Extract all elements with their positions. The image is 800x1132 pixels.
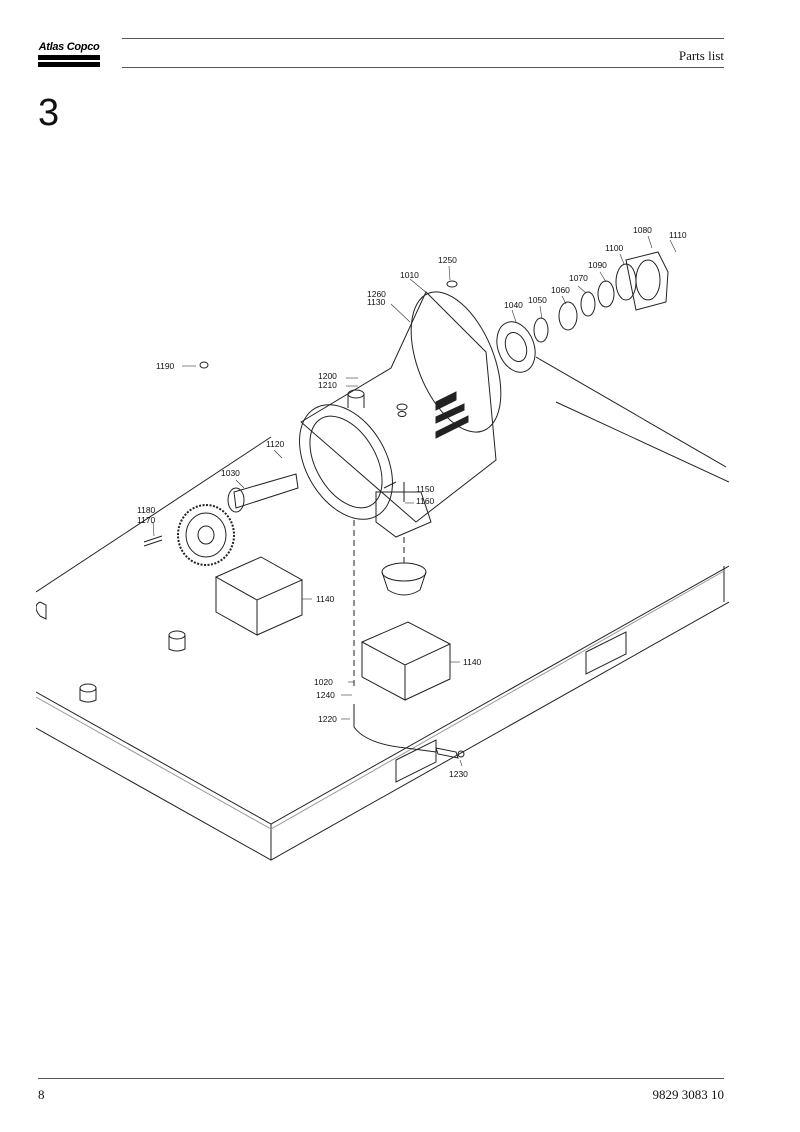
drawing-canvas: 1190 1200 1210 1260 1130 1010 1250 1040 … — [36, 225, 729, 861]
bearing — [496, 321, 536, 373]
callout-1190: 1190 — [156, 361, 175, 371]
callout-1090: 1090 — [588, 260, 607, 270]
callout-1030: 1030 — [221, 468, 240, 478]
gear — [177, 504, 235, 566]
callout-1070: 1070 — [569, 273, 588, 283]
rubber-mount-top — [381, 562, 427, 582]
callout-1020: 1020 — [314, 677, 333, 687]
page-number: 8 — [38, 1087, 45, 1102]
callout-1050: 1050 — [528, 295, 547, 305]
logo-bar-top — [38, 55, 100, 60]
callout-1250: 1250 — [438, 255, 457, 265]
callout-1130: 1130 — [367, 297, 386, 307]
brand-wordmark: Atlas Copco — [38, 41, 100, 53]
callout-1010: 1010 — [400, 270, 419, 280]
callout-1230: 1240 — [316, 690, 335, 700]
end-cap — [625, 251, 669, 311]
callout-1150: 1150 — [416, 484, 435, 494]
atlas-copco-logo: Atlas Copco — [38, 40, 100, 68]
housing-front-opening — [299, 404, 393, 520]
frame-top-edge-front — [36, 565, 729, 825]
callout-1110: 1110 — [669, 230, 687, 240]
exploded-parts-drawing: 1190 1200 1210 1260 1130 1010 1250 1040 … — [36, 192, 729, 872]
callout-1210: 1210 — [318, 380, 337, 390]
frame-top-edge-back-left — [36, 436, 272, 593]
housing-flange — [410, 291, 502, 433]
section-number: 3 — [38, 92, 60, 134]
header-top-rule — [122, 38, 724, 39]
motor-housing-body — [300, 291, 497, 523]
document-number: 9829 3083 10 — [652, 1087, 725, 1102]
shaft — [233, 473, 299, 509]
callout-1170: 1170 — [137, 515, 156, 525]
callout-1180: 1180 — [137, 505, 156, 515]
support-block-right-top — [360, 621, 452, 666]
callout-1160: 1160 — [416, 496, 435, 506]
callout-1120: 1120 — [266, 439, 285, 449]
callout-1240: 1230 — [449, 769, 468, 779]
frame-top-edge-back-right — [555, 401, 729, 483]
support-block-left-top — [214, 556, 304, 601]
callout-1260: 1260 — [367, 289, 386, 299]
callout-1140-left: 1140 — [316, 594, 335, 604]
callout-1220: 1220 — [318, 714, 337, 724]
cable — [353, 704, 437, 753]
callout-1100: 1100 — [605, 243, 624, 253]
callout-1060: 1060 — [551, 285, 570, 295]
callout-1080: 1080 — [633, 225, 652, 235]
callout-1200: 1200 — [318, 371, 337, 381]
footer-rule — [38, 1078, 724, 1079]
logo-bar-bottom — [38, 62, 100, 67]
header-bottom-rule — [122, 67, 724, 68]
callout-labels: 1190 1200 1210 1260 1130 1010 1250 1040 … — [137, 225, 687, 779]
callout-1140-right: 1140 — [463, 657, 482, 667]
header-label: Parts list — [678, 48, 724, 63]
callout-1040: 1040 — [504, 300, 523, 310]
